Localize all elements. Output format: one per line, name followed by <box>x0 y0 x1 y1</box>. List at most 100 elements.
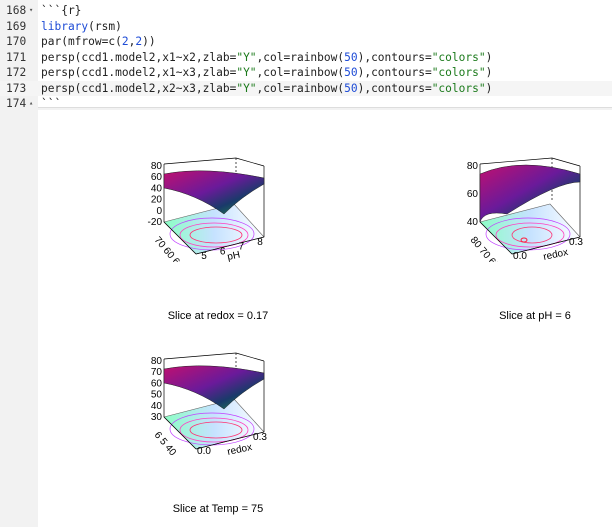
contour-line <box>179 417 249 443</box>
x-tick-label: 7 <box>239 242 245 253</box>
z-tick-label: 80 <box>151 161 163 172</box>
plot-caption: Slice at pH = 6 <box>499 310 571 322</box>
plot-caption: Slice at Temp = 75 <box>172 503 264 515</box>
code-text: persp(ccd1.model2,x2~x3,zlab="Y",col=rai… <box>41 81 492 96</box>
code-token: ),contours= <box>357 50 432 64</box>
code-line[interactable]: 171 persp(ccd1.model2,x1~x2,zlab="Y",col=… <box>0 50 612 65</box>
code-token: ) <box>485 66 493 79</box>
plot-box-edge <box>163 157 237 165</box>
response-surface <box>163 170 265 215</box>
code-text: library(rsm) <box>41 19 122 34</box>
plot-box-edge <box>163 352 237 360</box>
response-surface <box>163 365 265 410</box>
code-line[interactable]: 172 persp(ccd1.model2,x1~x3,zlab="Y",col=… <box>0 65 612 80</box>
code-text: persp(ccd1.model2,x1~x3,zlab="Y",col=rai… <box>41 65 492 80</box>
x-axis-label: redox <box>226 442 253 457</box>
plot-box-edge <box>479 157 553 165</box>
code-line[interactable]: 169 library(rsm) <box>0 19 612 34</box>
z-tick-label: 50 <box>151 390 163 401</box>
code-token: ) <box>485 50 493 64</box>
code-token: ),contours= <box>357 66 432 79</box>
code-line[interactable]: 174▴``` <box>0 96 612 111</box>
code-token: "Y" <box>236 66 257 79</box>
z-tick-label: 0 <box>156 206 162 217</box>
contour-line <box>520 237 528 243</box>
plot-axis <box>195 431 265 450</box>
left-axis-ticks: 70 60 64 <box>152 235 186 262</box>
plot-axis <box>479 221 513 255</box>
code-token: (rsm) <box>88 19 122 33</box>
z-tick-label: 40 <box>467 217 479 228</box>
z-tick-label: 80 <box>467 161 479 172</box>
left-axis-ticks: 80 70 65 <box>468 235 502 262</box>
code-token: par(mfrow=c( <box>41 35 122 48</box>
code-token: "colors" <box>431 81 486 95</box>
x-tick-label: 0.3 <box>569 237 583 248</box>
code-token: persp(ccd1.model2,x2~x3,zlab= <box>41 81 237 95</box>
line-number: 173 <box>6 81 27 95</box>
code-token: ,col=rainbow( <box>256 50 345 64</box>
x-axis-label: pH <box>226 250 241 262</box>
fold-toggle-icon[interactable]: ▴ <box>29 99 34 107</box>
x-tick-label: 0.0 <box>197 446 211 457</box>
x-tick-label: 6 <box>220 246 226 257</box>
contour-line <box>179 222 249 248</box>
code-text: ```{r} <box>41 3 81 18</box>
code-token: 2 <box>121 35 129 48</box>
z-tick-label: -20 <box>148 217 163 228</box>
z-tick-label: 80 <box>151 356 163 367</box>
z-tick-label: 70 <box>151 367 163 378</box>
plot-box-edge <box>235 352 265 362</box>
code-token: , <box>128 35 136 48</box>
plot-box-edge <box>551 157 581 167</box>
z-tick-label: 40 <box>151 401 163 412</box>
plot-axis <box>163 221 197 255</box>
code-text: persp(ccd1.model2,x1~x2,zlab="Y",col=rai… <box>41 50 492 65</box>
code-text: ``` <box>41 96 61 111</box>
x-tick-label: 8 <box>257 237 263 248</box>
contour-line <box>189 421 243 439</box>
line-number: 168 <box>6 4 27 17</box>
z-tick-label: 60 <box>151 378 163 389</box>
plot-caption: Slice at redox = 0.17 <box>167 310 269 322</box>
code-token: ```{r} <box>41 4 82 17</box>
line-number: 169 <box>6 19 27 33</box>
x-tick-label: 0.3 <box>253 432 267 443</box>
code-token: "Y" <box>236 50 257 64</box>
code-token: ),contours= <box>357 81 432 95</box>
code-token: 50 <box>344 66 358 79</box>
code-line[interactable]: 173 persp(ccd1.model2,x2~x3,zlab="Y",col=… <box>0 80 612 96</box>
line-number: 171 <box>6 50 27 64</box>
code-token: "Y" <box>236 81 257 95</box>
contour-line <box>495 222 565 248</box>
plot-axis <box>163 416 197 450</box>
code-line[interactable]: 168▾ ```{r} <box>0 3 612 18</box>
z-tick-label: 60 <box>151 172 163 183</box>
contour-line <box>511 226 553 244</box>
code-token: "colors" <box>431 66 486 79</box>
code-token: 2 <box>135 35 143 48</box>
line-number: 172 <box>6 66 27 79</box>
z-tick-label: 40 <box>151 183 163 194</box>
x-axis-label: redox <box>542 247 569 262</box>
left-axis-ticks: 6 5 40 <box>152 430 179 457</box>
code-token: "colors" <box>431 50 486 64</box>
code-token: ,col=rainbow( <box>256 66 345 79</box>
code-token: ) <box>485 81 493 95</box>
plot-box-edge <box>235 157 265 167</box>
fold-toggle-icon[interactable]: ▾ <box>29 6 34 14</box>
response-surface <box>479 164 581 223</box>
floor-contours <box>163 203 265 255</box>
z-tick-label: 20 <box>151 195 163 206</box>
x-tick-label: 0.0 <box>513 251 527 262</box>
line-number: 170 <box>6 35 27 48</box>
contour-line <box>189 226 243 244</box>
code-token: persp(ccd1.model2,x1~x2,zlab= <box>41 50 237 64</box>
code-token: )) <box>142 35 156 48</box>
code-token: library <box>41 19 89 33</box>
